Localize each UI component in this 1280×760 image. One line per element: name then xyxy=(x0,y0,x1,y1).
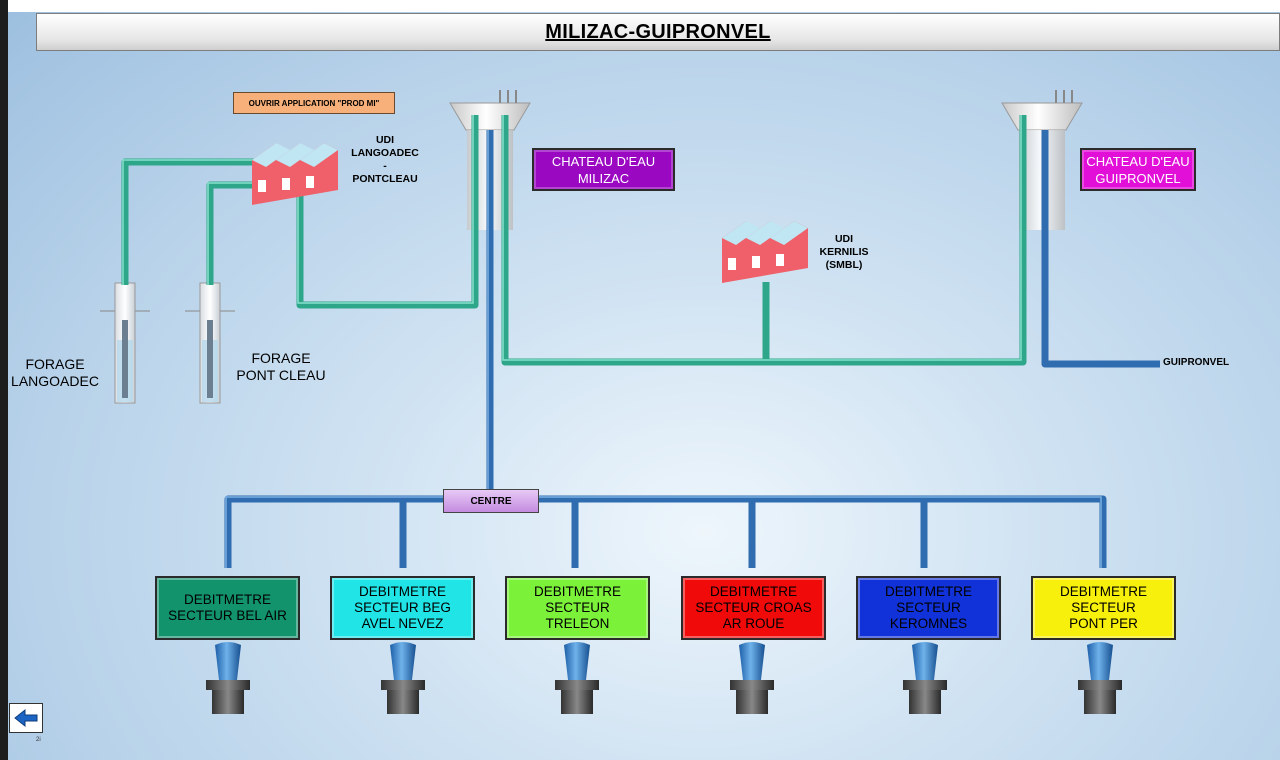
open-app-button[interactable]: OUVRIR APPLICATION "PROD MI" xyxy=(233,92,395,114)
centre-button[interactable]: CENTRE xyxy=(443,489,539,513)
guipronvel-outlet-label: GUIPRONVEL xyxy=(1163,357,1230,368)
left-strip xyxy=(0,0,8,760)
page-title: MILIZAC-GUIPRONVEL xyxy=(545,20,771,43)
page-number: 2i xyxy=(36,737,41,743)
title-bar: MILIZAC-GUIPRONVEL xyxy=(36,13,1280,51)
well-pontcleau xyxy=(185,282,235,404)
arrow-left-icon xyxy=(14,708,38,728)
well-langoadec xyxy=(100,282,150,404)
flowmeter-icons xyxy=(206,642,1122,714)
blue-pipes xyxy=(224,130,1160,568)
factory-kernilis-icon xyxy=(722,221,808,283)
top-strip xyxy=(0,0,1280,12)
factory-langoadec-icon xyxy=(252,143,338,205)
green-pipes xyxy=(121,115,1027,366)
back-button[interactable] xyxy=(9,703,43,733)
